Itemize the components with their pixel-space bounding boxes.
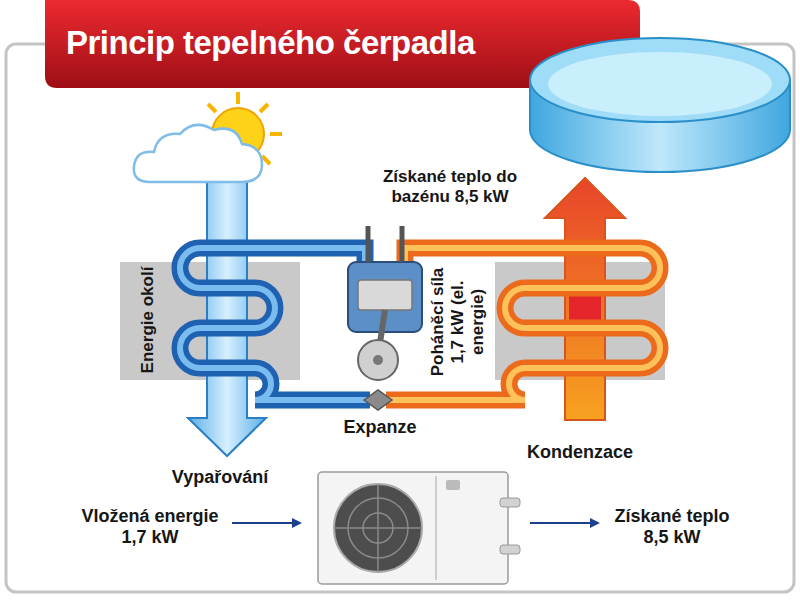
heat-arrow — [545, 178, 625, 420]
expansion-label-holder: Expanze — [320, 417, 440, 438]
output-heat-label-holder: Získané teplo 8,5 kW — [605, 506, 740, 548]
title: Princip tepelného čerpadla — [66, 24, 475, 63]
pool — [530, 38, 790, 172]
condenser-coil — [386, 248, 660, 400]
heat-pump-unit — [318, 472, 520, 584]
output-arrow — [530, 522, 598, 524]
expansion-valve — [364, 390, 392, 410]
expansion-label: Expanze — [320, 417, 440, 438]
input-energy-label-holder: Vložená energie 1,7 kW — [75, 506, 225, 548]
ambient-energy-label-holder: Energie okolí — [138, 254, 158, 386]
heat-to-pool-label-holder: Získané teplo do bazénu 8,5 kW — [369, 167, 531, 207]
output-heat-label: Získané teplo 8,5 kW — [605, 506, 740, 548]
input-arrow — [232, 522, 300, 524]
evaporation-label: Vypařování — [155, 467, 285, 488]
condensation-label-holder: Kondenzace — [510, 442, 650, 463]
evaporator-coil — [180, 248, 370, 400]
ambient-energy-label: Energie okolí — [138, 254, 158, 386]
evaporation-label-holder: Vypařování — [155, 467, 285, 488]
cloud — [134, 125, 262, 182]
drive-power-label-holder: Poháněcí síla 1,7 kW (el. energie) — [428, 260, 488, 384]
compressor — [348, 226, 422, 380]
cold-air-arrow — [188, 175, 266, 456]
drive-power-label: Poháněcí síla 1,7 kW (el. energie) — [428, 260, 488, 384]
title-holder: Princip tepelného čerpadla — [66, 24, 475, 63]
input-energy-label: Vložená energie 1,7 kW — [75, 506, 225, 548]
heat-to-pool-label: Získané teplo do bazénu 8,5 kW — [369, 167, 531, 207]
frame — [6, 44, 794, 592]
condensation-label: Kondenzace — [510, 442, 650, 463]
